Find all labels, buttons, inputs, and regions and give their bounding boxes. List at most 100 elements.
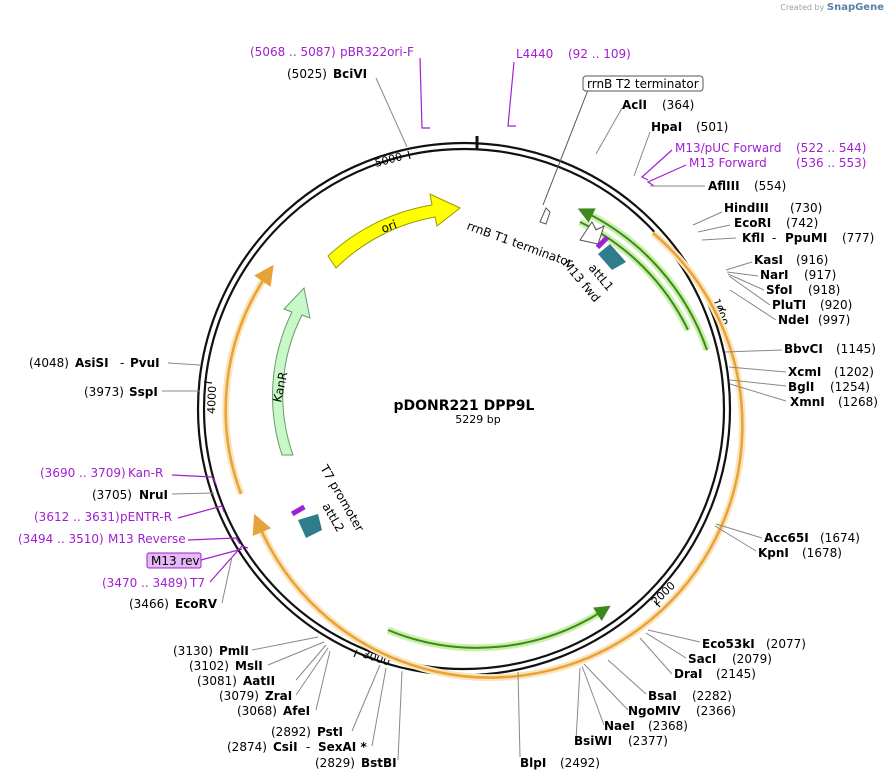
site-hpai-pos: (501): [696, 120, 728, 134]
site-bbvci-pos: (1145): [836, 342, 876, 356]
plasmid-name: pDONR221 DPP9L: [394, 398, 535, 414]
site-blpi-pos: (2492): [560, 756, 600, 770]
site-msli-pos: (3102): [189, 659, 229, 673]
site-xcmi-pos: (1202): [834, 365, 874, 379]
kanr-feature: KanR: [270, 286, 311, 456]
rrnb-t2-label: rrnB T2 terminator: [587, 77, 699, 91]
green-feature-arcs: [386, 208, 711, 652]
site-ppumi: PpuMI: [785, 231, 827, 245]
site-sfoi-pos: (918): [808, 283, 840, 297]
site-aatii: AatII: [243, 674, 275, 688]
created-by-text: Created by: [780, 3, 825, 12]
primer-l4440-name: L4440: [516, 47, 553, 61]
site-ecorv: EcoRV: [175, 597, 218, 611]
site-naei: NaeI: [604, 719, 635, 733]
site-drai-pos: (2145): [716, 667, 756, 681]
site-ngomiv-pos: (2366): [696, 704, 736, 718]
site-asisi: AsiSI: [75, 356, 109, 370]
kanr-arrow: [272, 286, 311, 456]
snapgene-logo-text: SnapGene: [826, 2, 884, 13]
site-afei: AfeI: [283, 704, 310, 718]
plasmid-length: 5229 bp: [455, 413, 500, 426]
primer-kanr-range: (3690 .. 3709): [40, 466, 126, 480]
site-ngomiv: NgoMIV: [628, 704, 681, 718]
ori-label: ori: [379, 217, 398, 235]
site-zrai-pos: (3079): [219, 689, 259, 703]
site-leaders: [162, 77, 787, 761]
primer-m13forward-name: M13 Forward: [689, 156, 767, 170]
site-hpai: HpaI: [651, 120, 682, 134]
site-bgli-pos: (1254): [830, 380, 870, 394]
primer-m13reverse-range: (3494 .. 3510): [18, 532, 104, 546]
tick-label-5000: 5000: [373, 150, 403, 170]
attl1-arrow: [598, 244, 626, 270]
rrnb-t1-label: rrnB T1 terminator: [465, 219, 575, 270]
site-drai: DraI: [674, 667, 702, 681]
site-pmli-pos: (3130): [173, 644, 213, 658]
site-kfli: KflI: [742, 231, 765, 245]
primers: (5068 .. 5087) pBR322ori-F L4440 (92 .. …: [18, 45, 866, 590]
site-acc65i-pos: (1674): [820, 531, 860, 545]
site-afei-pos: (3068): [237, 704, 277, 718]
primer-m13forward-range: (536 .. 553): [796, 156, 866, 170]
backbone-inner-circle: [202, 147, 726, 671]
site-ecori-pos: (742): [786, 216, 818, 230]
site-afliii-pos: (554): [754, 179, 786, 193]
site-bstbi-pos: (2829): [315, 756, 355, 770]
site-nari-pos: (917): [804, 268, 836, 282]
site-eco53ki-pos: (2077): [766, 637, 806, 651]
site-bsai: BsaI: [648, 689, 677, 703]
site-eco53ki: Eco53kI: [702, 637, 755, 651]
site-sspi: SspI: [129, 385, 158, 399]
green-arc-right: [577, 208, 708, 351]
primer-pentr-range: (3612 .. 3631): [34, 510, 120, 524]
site-sspi-pos: (3973): [84, 385, 124, 399]
site-nari: NarI: [760, 268, 789, 282]
site-bcivi-pos: (5025): [287, 67, 327, 81]
site-acc65i: Acc65I: [764, 531, 809, 545]
site-kasi-pos: (916): [796, 253, 828, 267]
orange-arc-major: [252, 232, 744, 679]
primer-t7-range: (3470 .. 3489): [102, 576, 188, 590]
site-nrui: NruI: [139, 488, 168, 502]
primer-pbr322-name: pBR322ori-F: [340, 45, 414, 59]
orange-feature-arcs: [222, 230, 746, 681]
rrnb-t2-box: [582, 75, 704, 92]
site-kpni-pos: (1678): [802, 546, 842, 560]
primer-kanr-name: Kan-R: [128, 466, 163, 480]
ori-feature: ori: [327, 193, 461, 269]
site-naei-pos: (2368): [648, 719, 688, 733]
site-psti: PstI: [317, 725, 343, 739]
primer-m13rev-name: M13 rev: [151, 554, 200, 568]
site-aatii-pos: (3081): [197, 674, 237, 688]
rrnb-t2-terminator-glyph: [539, 207, 551, 225]
site-bsiwi-pos: (2377): [628, 734, 668, 748]
rrnb-t1-terminator-glyph: [579, 221, 605, 245]
site-sexai: SexAI *: [318, 740, 367, 754]
svg-text:-: -: [772, 231, 776, 245]
ori-arrow: [327, 193, 461, 269]
orange-arc-left: [224, 264, 274, 495]
site-pluti-pos: (920): [820, 298, 852, 312]
site-bgli: BglI: [788, 380, 814, 394]
site-bbvci: BbvCI: [784, 342, 823, 356]
site-asisi-pos: (4048): [29, 356, 69, 370]
site-kpni: KpnI: [758, 546, 789, 560]
site-bstbi: BstBI: [361, 756, 397, 770]
site-msli: MslI: [235, 659, 263, 673]
site-xmni-pos: (1268): [838, 395, 878, 409]
site-afliii: AflIII: [708, 179, 740, 193]
site-pluti: PluTI: [772, 298, 806, 312]
primer-pentr-name: pENTR-R: [120, 510, 172, 524]
m13fwd-mark: [595, 235, 610, 250]
site-ndei-pos: (997): [818, 313, 850, 327]
primer-m13reverse-name: M13 Reverse: [108, 532, 186, 546]
t7-mark: [290, 504, 306, 517]
site-acli: AclI: [622, 98, 647, 112]
site-kasi: KasI: [754, 253, 783, 267]
tick-label-4000: 4000: [205, 386, 219, 414]
site-csii: CsiI: [273, 740, 298, 754]
svg-text:-: -: [306, 740, 310, 754]
site-ecori: EcoRI: [734, 216, 771, 230]
